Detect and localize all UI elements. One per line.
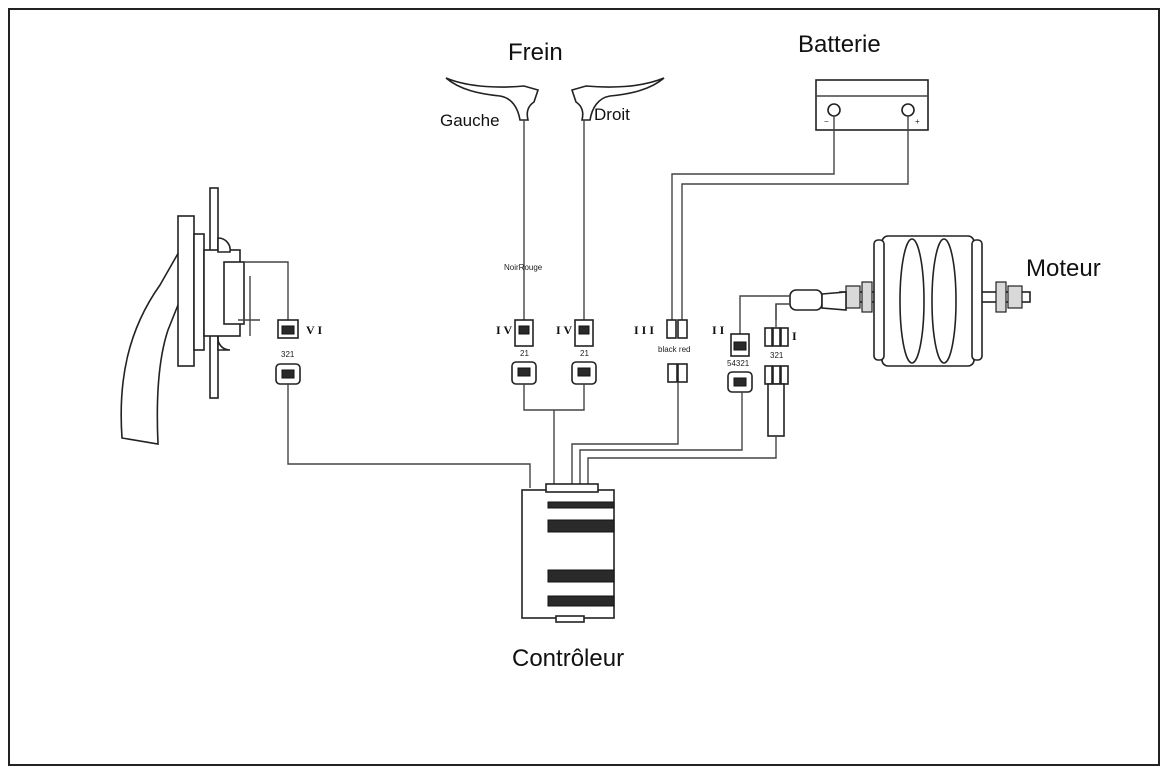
throttle-wire [244, 261, 289, 320]
battery: − + [815, 79, 929, 131]
brake-lever-right [570, 77, 665, 121]
motor-cable-stub [821, 291, 847, 311]
connector-i-socket-c [780, 365, 789, 385]
connector-i-roman: I [792, 329, 797, 343]
motor [789, 235, 1031, 367]
brake-lever-left [445, 77, 540, 121]
connector-iv-left: I V 21 [496, 319, 537, 385]
motor-nut-left [845, 285, 861, 309]
battery-title: Batterie [798, 31, 881, 58]
controller-bottom-cap [555, 615, 585, 623]
controller-fin-1 [547, 501, 615, 509]
connector-ii-roman: I I [712, 323, 725, 337]
connector-iv-right: I V 21 [556, 319, 597, 385]
battery-wire-positive [681, 116, 909, 320]
brake-title: Frein [508, 39, 563, 66]
motor-nut-left-2 [861, 281, 873, 313]
wire-ii-to-controller [579, 392, 743, 488]
brake-right-label: Droit [594, 105, 630, 124]
connector-iv-right-pins: 21 [580, 349, 589, 358]
controller-fin-2 [547, 519, 615, 533]
connector-i-plug-c [780, 327, 789, 347]
connector-iv-left-roman: I V [496, 323, 512, 337]
connector-i-socket-b [772, 365, 781, 385]
throttle-bump-top [217, 237, 231, 253]
connector-iv-left-pin-block [518, 325, 530, 335]
motor-rim-right [931, 238, 957, 364]
motor-flange-right [971, 239, 983, 361]
battery-terminal-positive [901, 103, 915, 117]
connector-vi-socket [281, 369, 295, 379]
battery-wire-negative [671, 116, 835, 320]
connector-ii-socket [733, 377, 747, 387]
motor-hub [881, 235, 975, 367]
battery-positive-sign: + [915, 117, 920, 126]
connector-iv-left-socket [517, 367, 531, 377]
connector-vi-pin-block [281, 325, 295, 335]
wire-i-to-controller [587, 436, 777, 488]
connector-vi: 321 V I [275, 319, 322, 385]
brake-lever-right-shape [570, 77, 665, 121]
motor-title: Moteur [1026, 255, 1101, 282]
connector-iv-right-pin-block [578, 325, 590, 335]
motor-phase-wire [739, 295, 790, 334]
connector-i-socket-a [764, 365, 773, 385]
connector-ii-pins: 54321 [727, 359, 750, 368]
motor-nut-right-2 [1007, 285, 1023, 309]
motor-rim-left [899, 238, 925, 364]
connector-iii: I I I black red [634, 319, 690, 383]
connector-iv-right-socket [577, 367, 591, 377]
connector-iii-plug-a [666, 319, 677, 339]
throttle-housing [223, 261, 245, 325]
controller-fin-4 [547, 595, 615, 607]
connector-iii-socket-b [677, 363, 688, 383]
motor-flange-left [873, 239, 885, 361]
controller-title: Contrôleur [512, 645, 624, 672]
connector-i: I 321 [764, 327, 797, 437]
connector-iv-right-roman: I V [556, 323, 572, 337]
motor-nut-right [995, 281, 1007, 313]
connector-iii-roman: I I I [634, 323, 654, 337]
battery-negative-sign: − [824, 117, 829, 126]
wire-iii-to-controller [571, 382, 679, 488]
battery-terminal-negative [827, 103, 841, 117]
throttle-plate-outer [177, 215, 195, 367]
wire-vi-to-controller [287, 384, 531, 488]
throttle-flange [193, 233, 205, 351]
controller [521, 483, 615, 623]
connector-iii-wire-colors: black red [658, 345, 690, 354]
connector-i-cable [767, 383, 785, 437]
connector-i-plug-b [772, 327, 781, 347]
controller-fin-3 [547, 569, 615, 583]
connector-ii: I I 54321 [712, 323, 753, 393]
connector-iv-left-pins: 21 [520, 349, 529, 358]
connector-ii-pin-block [733, 341, 747, 351]
controller-top-cap [545, 483, 599, 493]
brake-wire-colors: NoirRouge [504, 263, 543, 272]
throttle-bump-bottom [217, 335, 231, 351]
brake-left-label: Gauche [440, 111, 500, 130]
connector-i-plug-a [764, 327, 773, 347]
connector-iii-socket-a [667, 363, 678, 383]
connector-i-pins: 321 [770, 351, 784, 360]
connector-iii-plug-b [677, 319, 688, 339]
connector-vi-pins: 321 [281, 350, 295, 359]
brake-lever-left-shape [445, 77, 540, 121]
throttle-assembly [120, 187, 260, 445]
connector-vi-roman: V I [306, 323, 322, 337]
motor-cable-gland [789, 289, 823, 311]
